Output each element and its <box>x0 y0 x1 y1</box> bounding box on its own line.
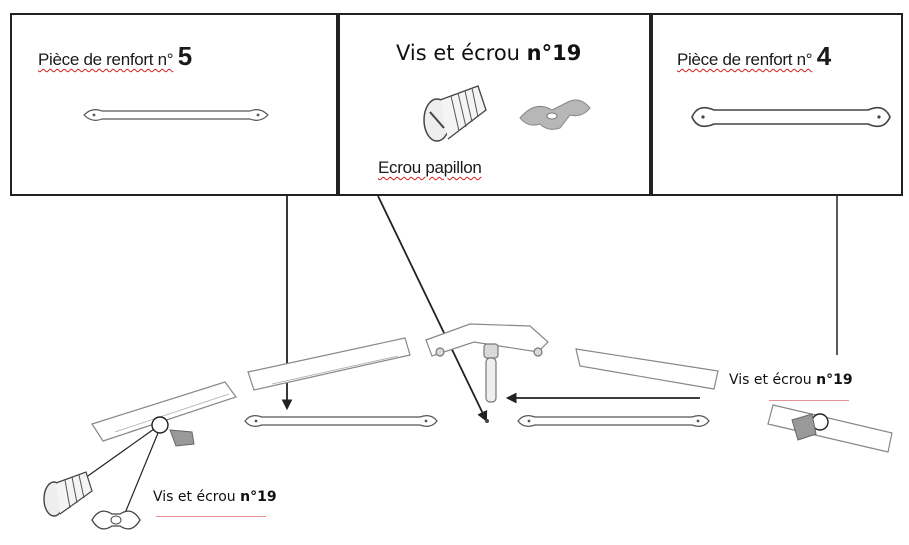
callout-bottom-underline <box>156 516 266 517</box>
callout-bottom: Vis et écrou n°19 <box>153 489 277 505</box>
callout-right: Vis et écrou n°19 <box>729 372 853 388</box>
tube-right-upper <box>575 348 719 390</box>
panel-reinforcement-4: Pièce de renfort n° 4 <box>651 13 903 196</box>
reinforcement-5-text: Pièce de renfort n° <box>38 50 174 69</box>
zoom-line-nut <box>122 432 159 519</box>
screw-nut-title: Vis et écrou n°19 <box>396 41 581 65</box>
screw-icon <box>423 85 487 142</box>
callout-right-underline <box>769 400 849 401</box>
screw-zoom-icon <box>43 471 93 517</box>
callout-bottom-text: Vis et écrou <box>153 489 241 505</box>
arrow-screw-nut <box>377 195 488 422</box>
reinforcement-5-label: Pièce de renfort n° 5 <box>38 41 192 72</box>
wing-nut-label: Ecrou papillon <box>378 158 482 178</box>
wing-nut-label-text: Ecrou papillon <box>378 158 482 177</box>
bolt-hole <box>485 419 489 423</box>
zoom-line-screw <box>84 428 155 479</box>
callout-bottom-number: n°19 <box>240 489 277 505</box>
screw-nut-title-number: n°19 <box>526 41 582 65</box>
callout-right-number: n°19 <box>816 372 853 388</box>
right-bolt-joint <box>791 413 829 441</box>
reinforcement-bar-4-icon <box>691 106 891 128</box>
reinforcement-4-number: 4 <box>816 41 831 71</box>
panel-screw-nut: Vis et écrou n°19 Ecrou papillon <box>338 13 651 196</box>
reinforcement-bar-left-installed <box>244 415 438 427</box>
screw-nut-title-text: Vis et écrou <box>396 41 527 65</box>
panel-reinforcement-5: Pièce de renfort n° 5 <box>10 13 338 196</box>
callout-right-text: Vis et écrou <box>729 372 817 388</box>
reinforcement-4-label: Pièce de renfort n° 4 <box>677 41 831 72</box>
left-bolt-joint <box>151 416 195 447</box>
frame-tubes <box>91 323 893 453</box>
reinforcement-bar-right-installed <box>517 415 710 427</box>
reinforcement-4-text: Pièce de renfort n° <box>677 50 813 69</box>
tube-left-lower <box>91 381 237 442</box>
apex-bolt-icon <box>435 343 543 403</box>
reinforcement-5-number: 5 <box>177 41 192 71</box>
tube-right-lower <box>767 404 893 453</box>
tube-left-upper <box>247 337 411 391</box>
wing-nut-zoom-icon <box>91 510 141 530</box>
reinforcement-bar-5-icon <box>83 109 269 121</box>
wing-nut-icon <box>519 99 591 130</box>
